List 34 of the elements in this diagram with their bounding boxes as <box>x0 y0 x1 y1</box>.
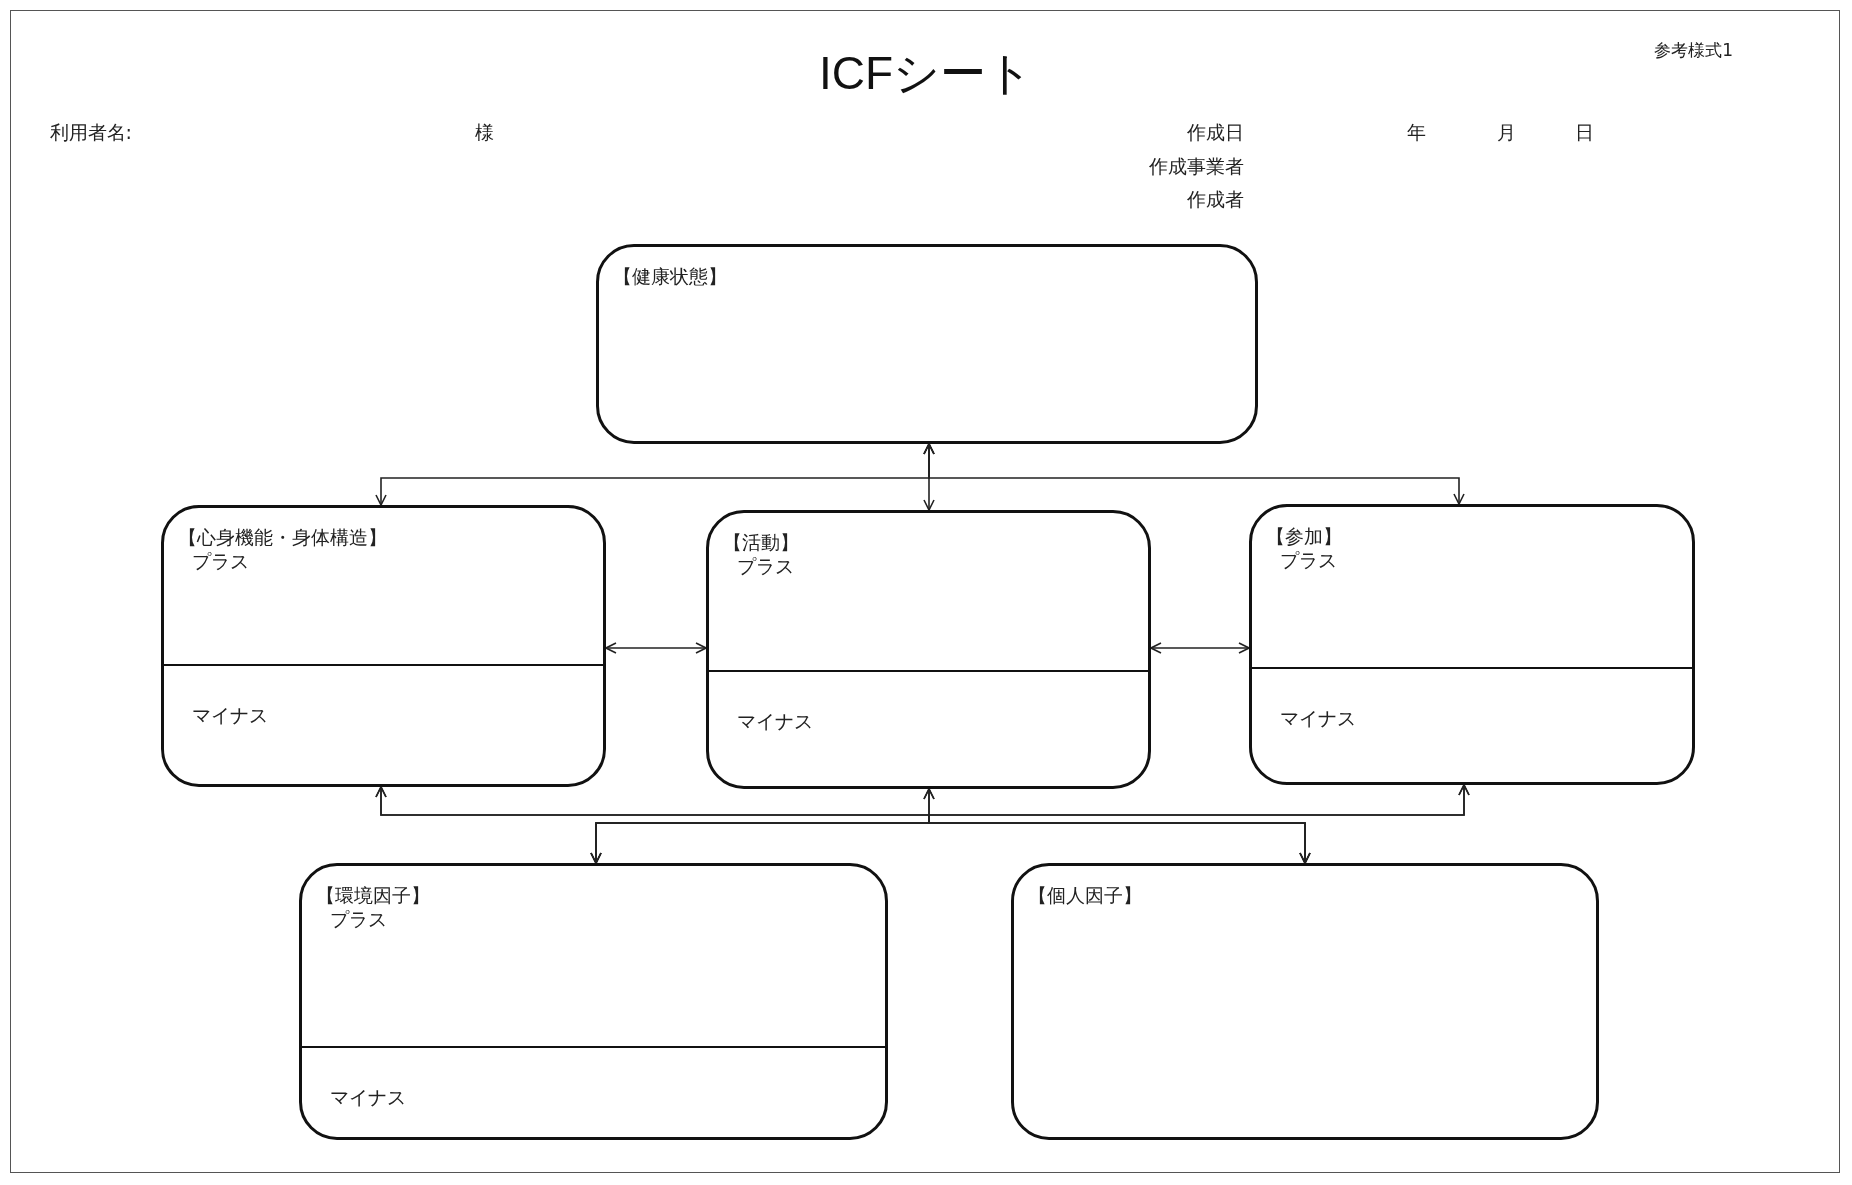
date-label: 作成日 <box>1187 121 1244 144</box>
plus-label: プラス <box>1280 549 1337 572</box>
node-heading: 【健康状態】 <box>613 265 727 288</box>
form-number: 参考様式1 <box>1654 40 1733 61</box>
minus-label: マイナス <box>330 1086 406 1109</box>
plus-label: プラス <box>192 550 249 573</box>
rounded-box <box>596 244 1258 444</box>
plus-label: プラス <box>737 555 794 578</box>
connector-arrow <box>1150 642 1250 654</box>
month-label: 月 <box>1497 121 1516 144</box>
honorific-label: 様 <box>475 121 494 144</box>
connector-arrow <box>605 642 707 654</box>
rounded-box <box>1011 863 1599 1140</box>
node-heading: 【個人因子】 <box>1028 884 1142 907</box>
rounded-box <box>706 510 1151 789</box>
year-label: 年 <box>1407 121 1426 144</box>
node-heading: 【参加】 <box>1266 525 1342 548</box>
node-heading: 【環境因子】 <box>316 884 430 907</box>
minus-label: マイナス <box>192 704 268 727</box>
plus-label: プラス <box>330 908 387 931</box>
connector-arrow <box>928 784 1470 864</box>
rounded-box <box>1249 504 1695 785</box>
node-heading: 【活動】 <box>723 531 799 554</box>
author-label: 作成者 <box>1187 188 1244 211</box>
provider-label: 作成事業者 <box>1149 155 1244 178</box>
rounded-box <box>161 505 606 787</box>
user-name-label: 利用者名: <box>49 121 132 144</box>
minus-label: マイナス <box>737 710 813 733</box>
node-heading: 【心身機能・身体構造】 <box>178 526 387 549</box>
connector-arrow <box>923 443 1465 505</box>
rounded-box <box>299 863 888 1140</box>
day-label: 日 <box>1575 121 1594 144</box>
page-title: ICFシート <box>818 47 1034 99</box>
minus-label: マイナス <box>1280 707 1356 730</box>
